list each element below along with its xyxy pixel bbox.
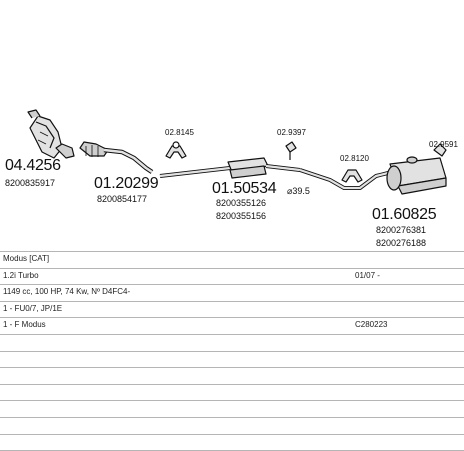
hanger-02-8145-part (165, 141, 187, 159)
table-cell-description: 1149 cc, 100 HP, 74 Kw, Nº D4FC4- (3, 287, 131, 297)
part-number: 04.4256 (5, 157, 61, 174)
clamp-02-9397-part (285, 141, 297, 160)
exhaust-parts-drawing (27, 109, 447, 195)
table-row: 1 - F Modus C280223 (0, 318, 464, 335)
part-ref: 8200276381 (376, 225, 427, 235)
part-number: 01.60825 (372, 206, 437, 223)
part-number: 02.8145 (165, 128, 194, 137)
vehicle-info-table: Modus [CAT] 1.2i Turbo 01/07 - 1149 cc, … (0, 251, 464, 451)
part-ref: 8200854177 (97, 194, 148, 204)
part-number: 02.8120 (340, 154, 369, 163)
part-ref: 8200355126 (216, 198, 267, 208)
table-cell-description: 1.2i Turbo (3, 270, 39, 280)
table-cell-value: C280223 (355, 320, 388, 330)
part-number: 01.20299 (94, 175, 159, 192)
table-row (0, 368, 464, 385)
table-row (0, 335, 464, 352)
table-cell-description: 1 - FU0/7, JP/1E (3, 303, 63, 313)
table-cell-value: 01/07 - (355, 270, 380, 280)
rear-silencer-part (299, 156, 447, 195)
catalytic-converter-part (27, 109, 75, 159)
table-row (0, 401, 464, 418)
table-cell-description: 1 - F Modus (3, 320, 46, 330)
hanger-02-8120-part (341, 169, 363, 183)
table-row (0, 352, 464, 369)
table-cell-description: Modus [CAT] (3, 254, 50, 263)
part-number: 02.9591 (429, 140, 458, 149)
exhaust-diagram: 04.4256 8200835917 01.20299 8200854177 0… (5, 109, 458, 248)
table-row (0, 435, 464, 451)
part-number: 02.9397 (277, 128, 306, 137)
part-ref: 8200355156 (216, 211, 267, 221)
part-ref: 8200276188 (376, 238, 427, 248)
hanger-02-9591-part (433, 143, 447, 157)
front-pipe-part (79, 141, 154, 174)
pipe-diameter: ⌀39.5 (287, 186, 310, 196)
table-row: 1 - FU0/7, JP/1E (0, 302, 464, 319)
table-row (0, 418, 464, 435)
table-row: 1149 cc, 100 HP, 74 Kw, Nº D4FC4- (0, 285, 464, 302)
table-row: Modus [CAT] (0, 251, 464, 269)
middle-silencer-part (159, 157, 301, 179)
part-number: 01.50534 (212, 180, 277, 197)
part-ref: 8200835917 (5, 178, 56, 188)
table-row: 1.2i Turbo 01/07 - (0, 269, 464, 286)
table-row (0, 385, 464, 402)
